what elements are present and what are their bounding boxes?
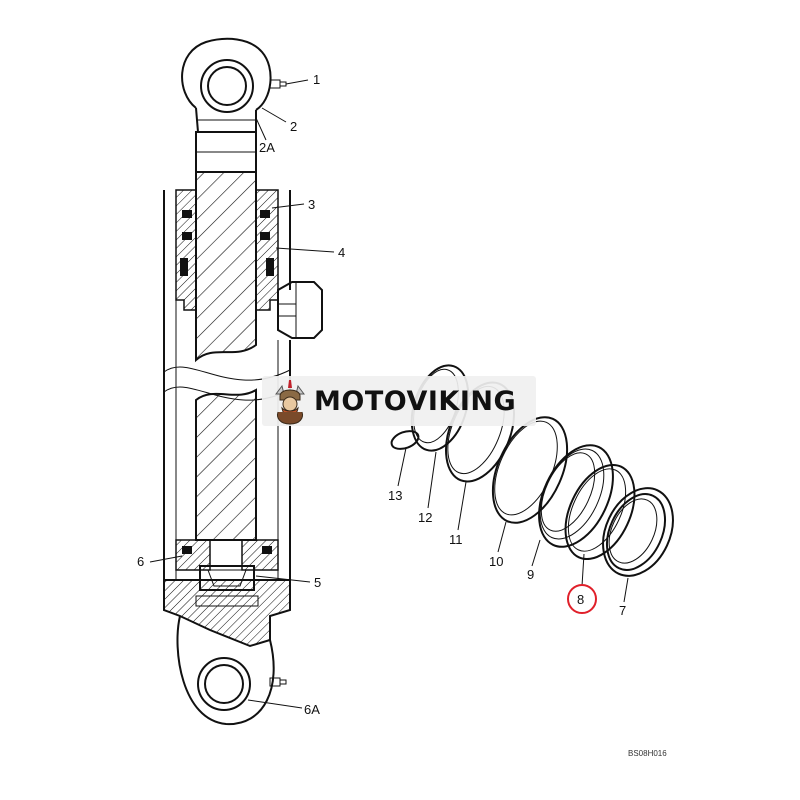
callout-4: 4 (338, 245, 345, 260)
callout-2a: 2A (259, 140, 275, 155)
ring-7 (602, 487, 674, 577)
callout-8-highlight (567, 584, 597, 614)
bottom-rod-eye (176, 615, 275, 726)
callout-2: 2 (290, 119, 297, 134)
ring-8 (564, 463, 636, 561)
callout-12: 12 (418, 510, 432, 525)
callout-6: 6 (137, 554, 144, 569)
ring-13 (390, 430, 420, 450)
leader-lines (149, 79, 629, 709)
callout-5: 5 (314, 575, 321, 590)
callout-6a: 6A (304, 702, 320, 717)
watermark-banner: MOTOVIKING (262, 376, 536, 426)
piston-rod (195, 131, 257, 541)
hydraulic-port (277, 281, 323, 339)
grease-fitting-bottom (269, 677, 287, 687)
brand-name: MOTOVIKING (314, 385, 517, 417)
callout-9: 9 (527, 567, 534, 582)
top-rod-eye (181, 37, 272, 133)
callout-10: 10 (489, 554, 503, 569)
callout-11: 11 (449, 532, 463, 547)
piston (175, 539, 279, 591)
viking-logo-icon (275, 380, 305, 425)
ring-9 (538, 444, 614, 548)
callout-8: 8 (577, 592, 584, 607)
callout-7: 7 (619, 603, 626, 618)
gland (175, 189, 279, 311)
grease-fitting-top (269, 79, 287, 89)
callout-labels: 1 2 2A 3 4 5 6 6A 7 8 9 10 11 12 13 (137, 72, 626, 717)
cylinder-base (163, 579, 291, 648)
callout-3: 3 (308, 197, 315, 212)
figure-id: BS08H016 (628, 749, 667, 758)
callout-1: 1 (313, 72, 320, 87)
callout-13: 13 (388, 488, 402, 503)
